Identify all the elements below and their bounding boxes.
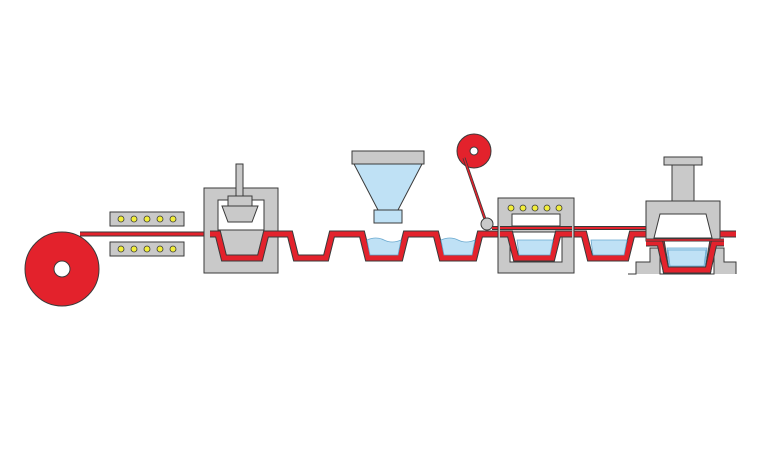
formed-web [210, 230, 736, 274]
heater-element-icon [117, 215, 177, 253]
preheater [109, 211, 185, 257]
lid-guide-roller [480, 217, 494, 231]
cutting-press [628, 156, 737, 275]
heater-element-icon [507, 204, 563, 212]
forming-station [203, 163, 279, 274]
film-roll-icon [24, 231, 100, 307]
lid-roll-icon [456, 133, 492, 169]
filling-hopper [351, 150, 425, 224]
